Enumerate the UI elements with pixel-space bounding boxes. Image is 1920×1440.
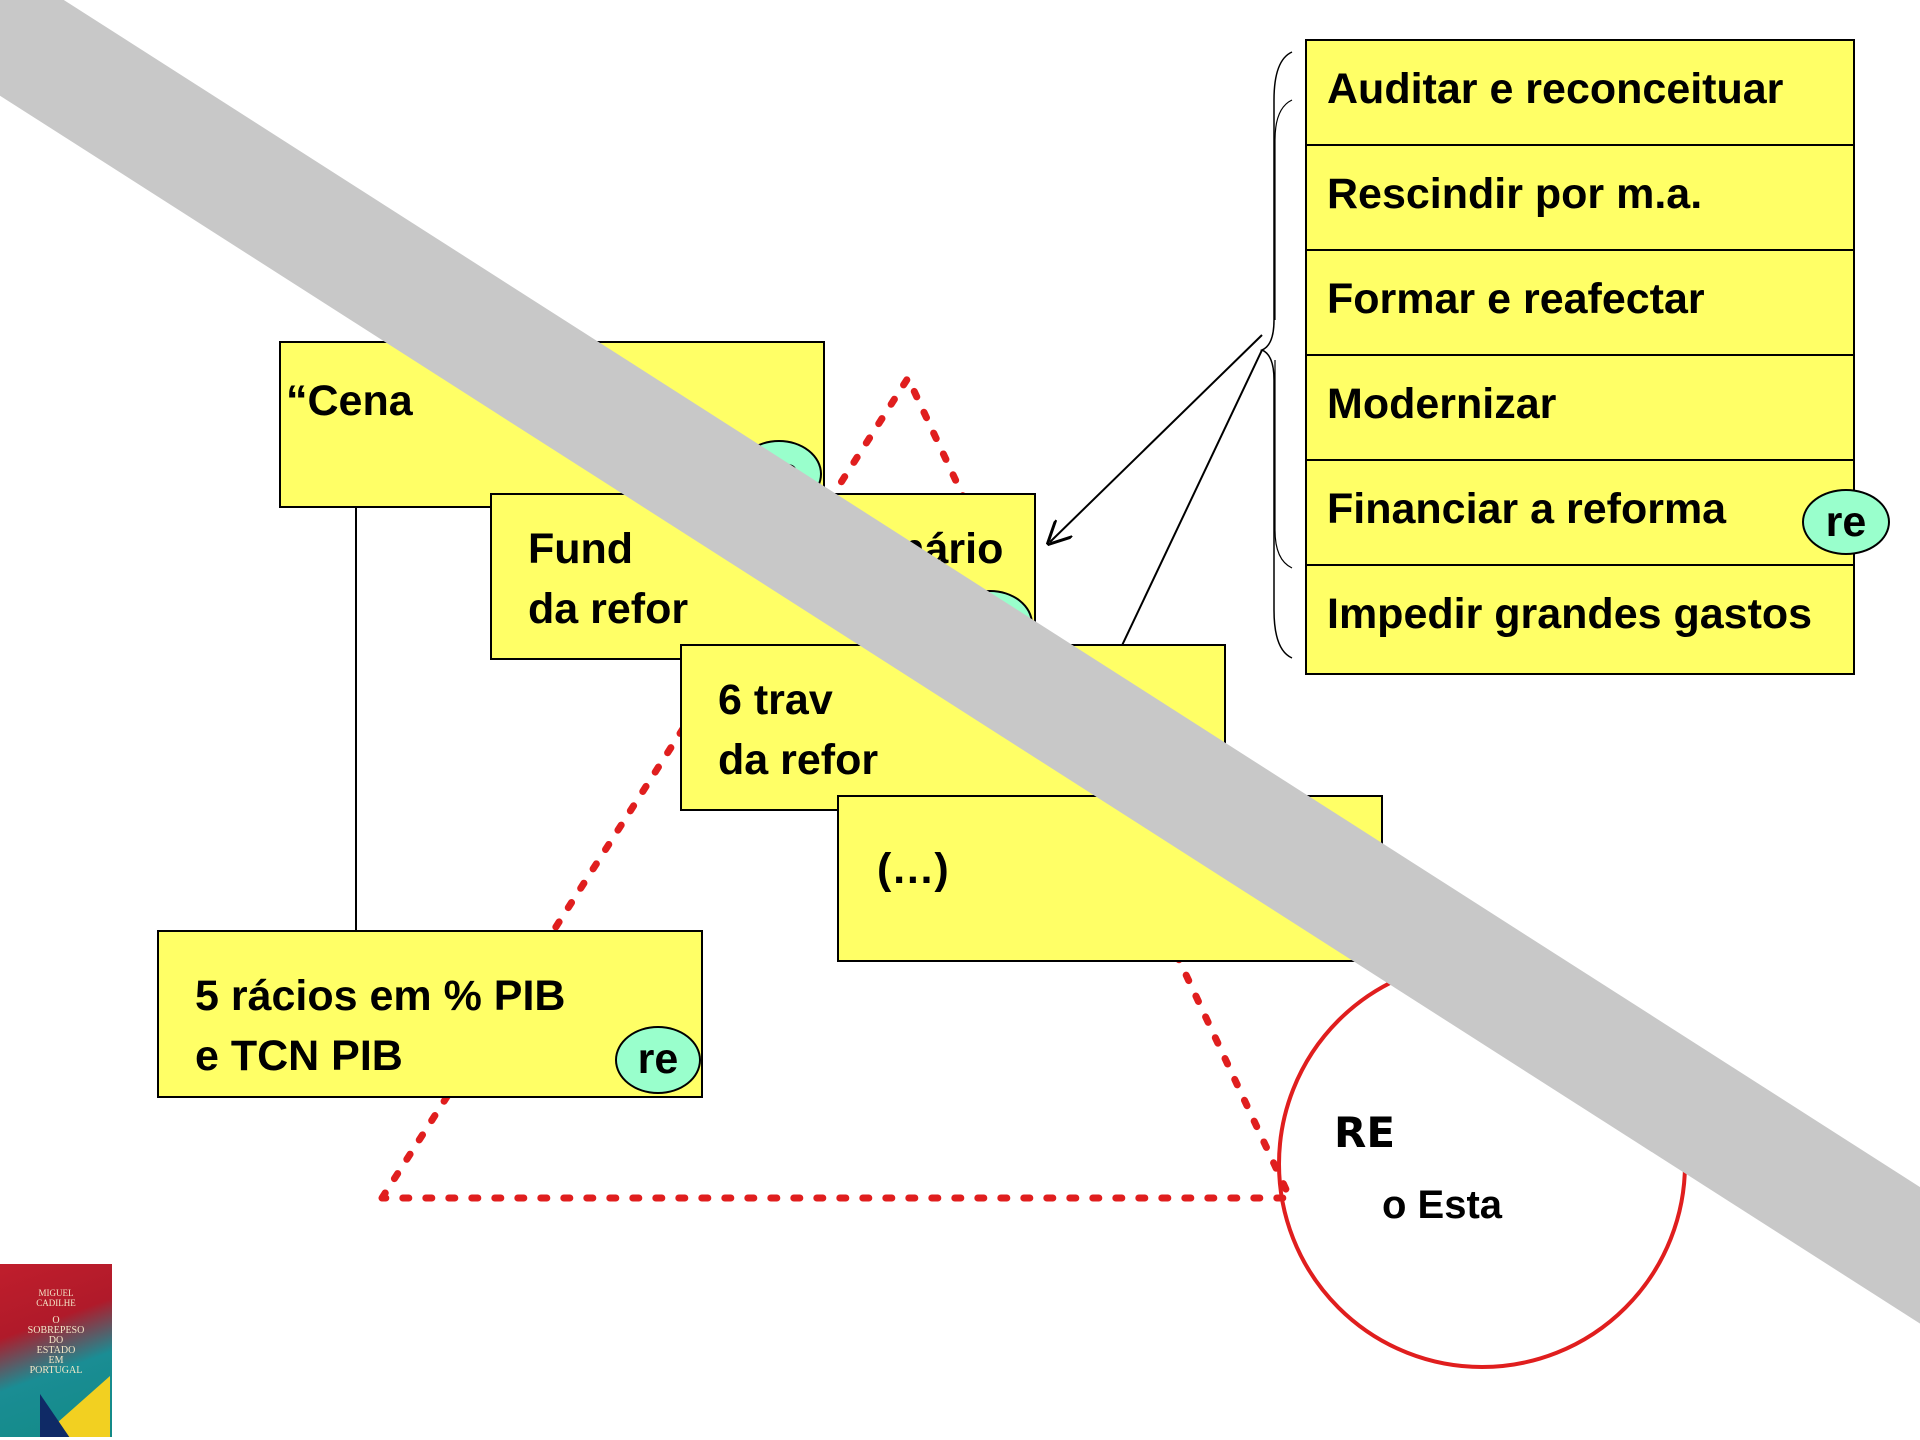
arrow-to-fundo [1050, 334, 1263, 542]
racios-badge: re [615, 1026, 701, 1094]
book-title-line: EM [48, 1355, 64, 1366]
list-item: Impedir grandes gastos [1307, 566, 1853, 677]
etc-text: (…) [877, 845, 949, 893]
list-item: Auditar e reconceituar [1307, 41, 1853, 146]
fundo-text-line1: Fund [528, 525, 634, 573]
list-item-label: Formar e reafectar [1327, 275, 1705, 323]
list-brace [1260, 51, 1293, 659]
list-item-label: Impedir grandes gastos [1327, 590, 1813, 638]
travoes-text-line1: 6 trav [718, 676, 833, 724]
cenario-text: “Cena [286, 377, 413, 425]
list-item-label: Modernizar [1327, 380, 1557, 428]
circle-text-line1: RE [1334, 1108, 1396, 1157]
list-item: Rescindir por m.a. [1307, 146, 1853, 251]
arrow-to-travoes [1108, 349, 1263, 675]
list-item: Formar e reafectar [1307, 251, 1853, 356]
list-item-badge: re [1802, 489, 1890, 555]
book-blue-shape [40, 1394, 70, 1437]
actions-list: Auditar e reconceituar Rescindir por m.a… [1305, 39, 1890, 677]
book-title-line: O [52, 1315, 60, 1326]
fundo-text-line2: da refor [528, 585, 689, 633]
book-title-line: DO [48, 1335, 64, 1346]
travoes-text-line2: da refor [718, 736, 879, 784]
book-title-line: SOBREPESO [27, 1325, 85, 1336]
circle-text-line2: o Esta [1382, 1183, 1503, 1227]
book-cover-image: MIGUEL CADILHE O SOBREPESO DO ESTADO EM … [0, 1264, 112, 1437]
racios-box: 5 rácios em % PIB e TCN PIB [157, 930, 703, 1098]
book-title-line: ESTADO [36, 1345, 76, 1356]
racios-text-line2: e TCN PIB [195, 1032, 403, 1080]
list-item: Modernizar [1307, 356, 1853, 461]
list-item-label: Financiar a reforma [1327, 485, 1727, 533]
book-author: MIGUEL CADILHE [36, 1288, 76, 1308]
book-title-line: PORTUGAL [29, 1365, 83, 1376]
racios-text-line1: 5 rácios em % PIB [195, 972, 566, 1020]
list-item: Financiar a reforma re [1307, 461, 1890, 566]
list-item-label: Auditar e reconceituar [1327, 65, 1784, 113]
list-item-label: Rescindir por m.a. [1327, 170, 1703, 218]
